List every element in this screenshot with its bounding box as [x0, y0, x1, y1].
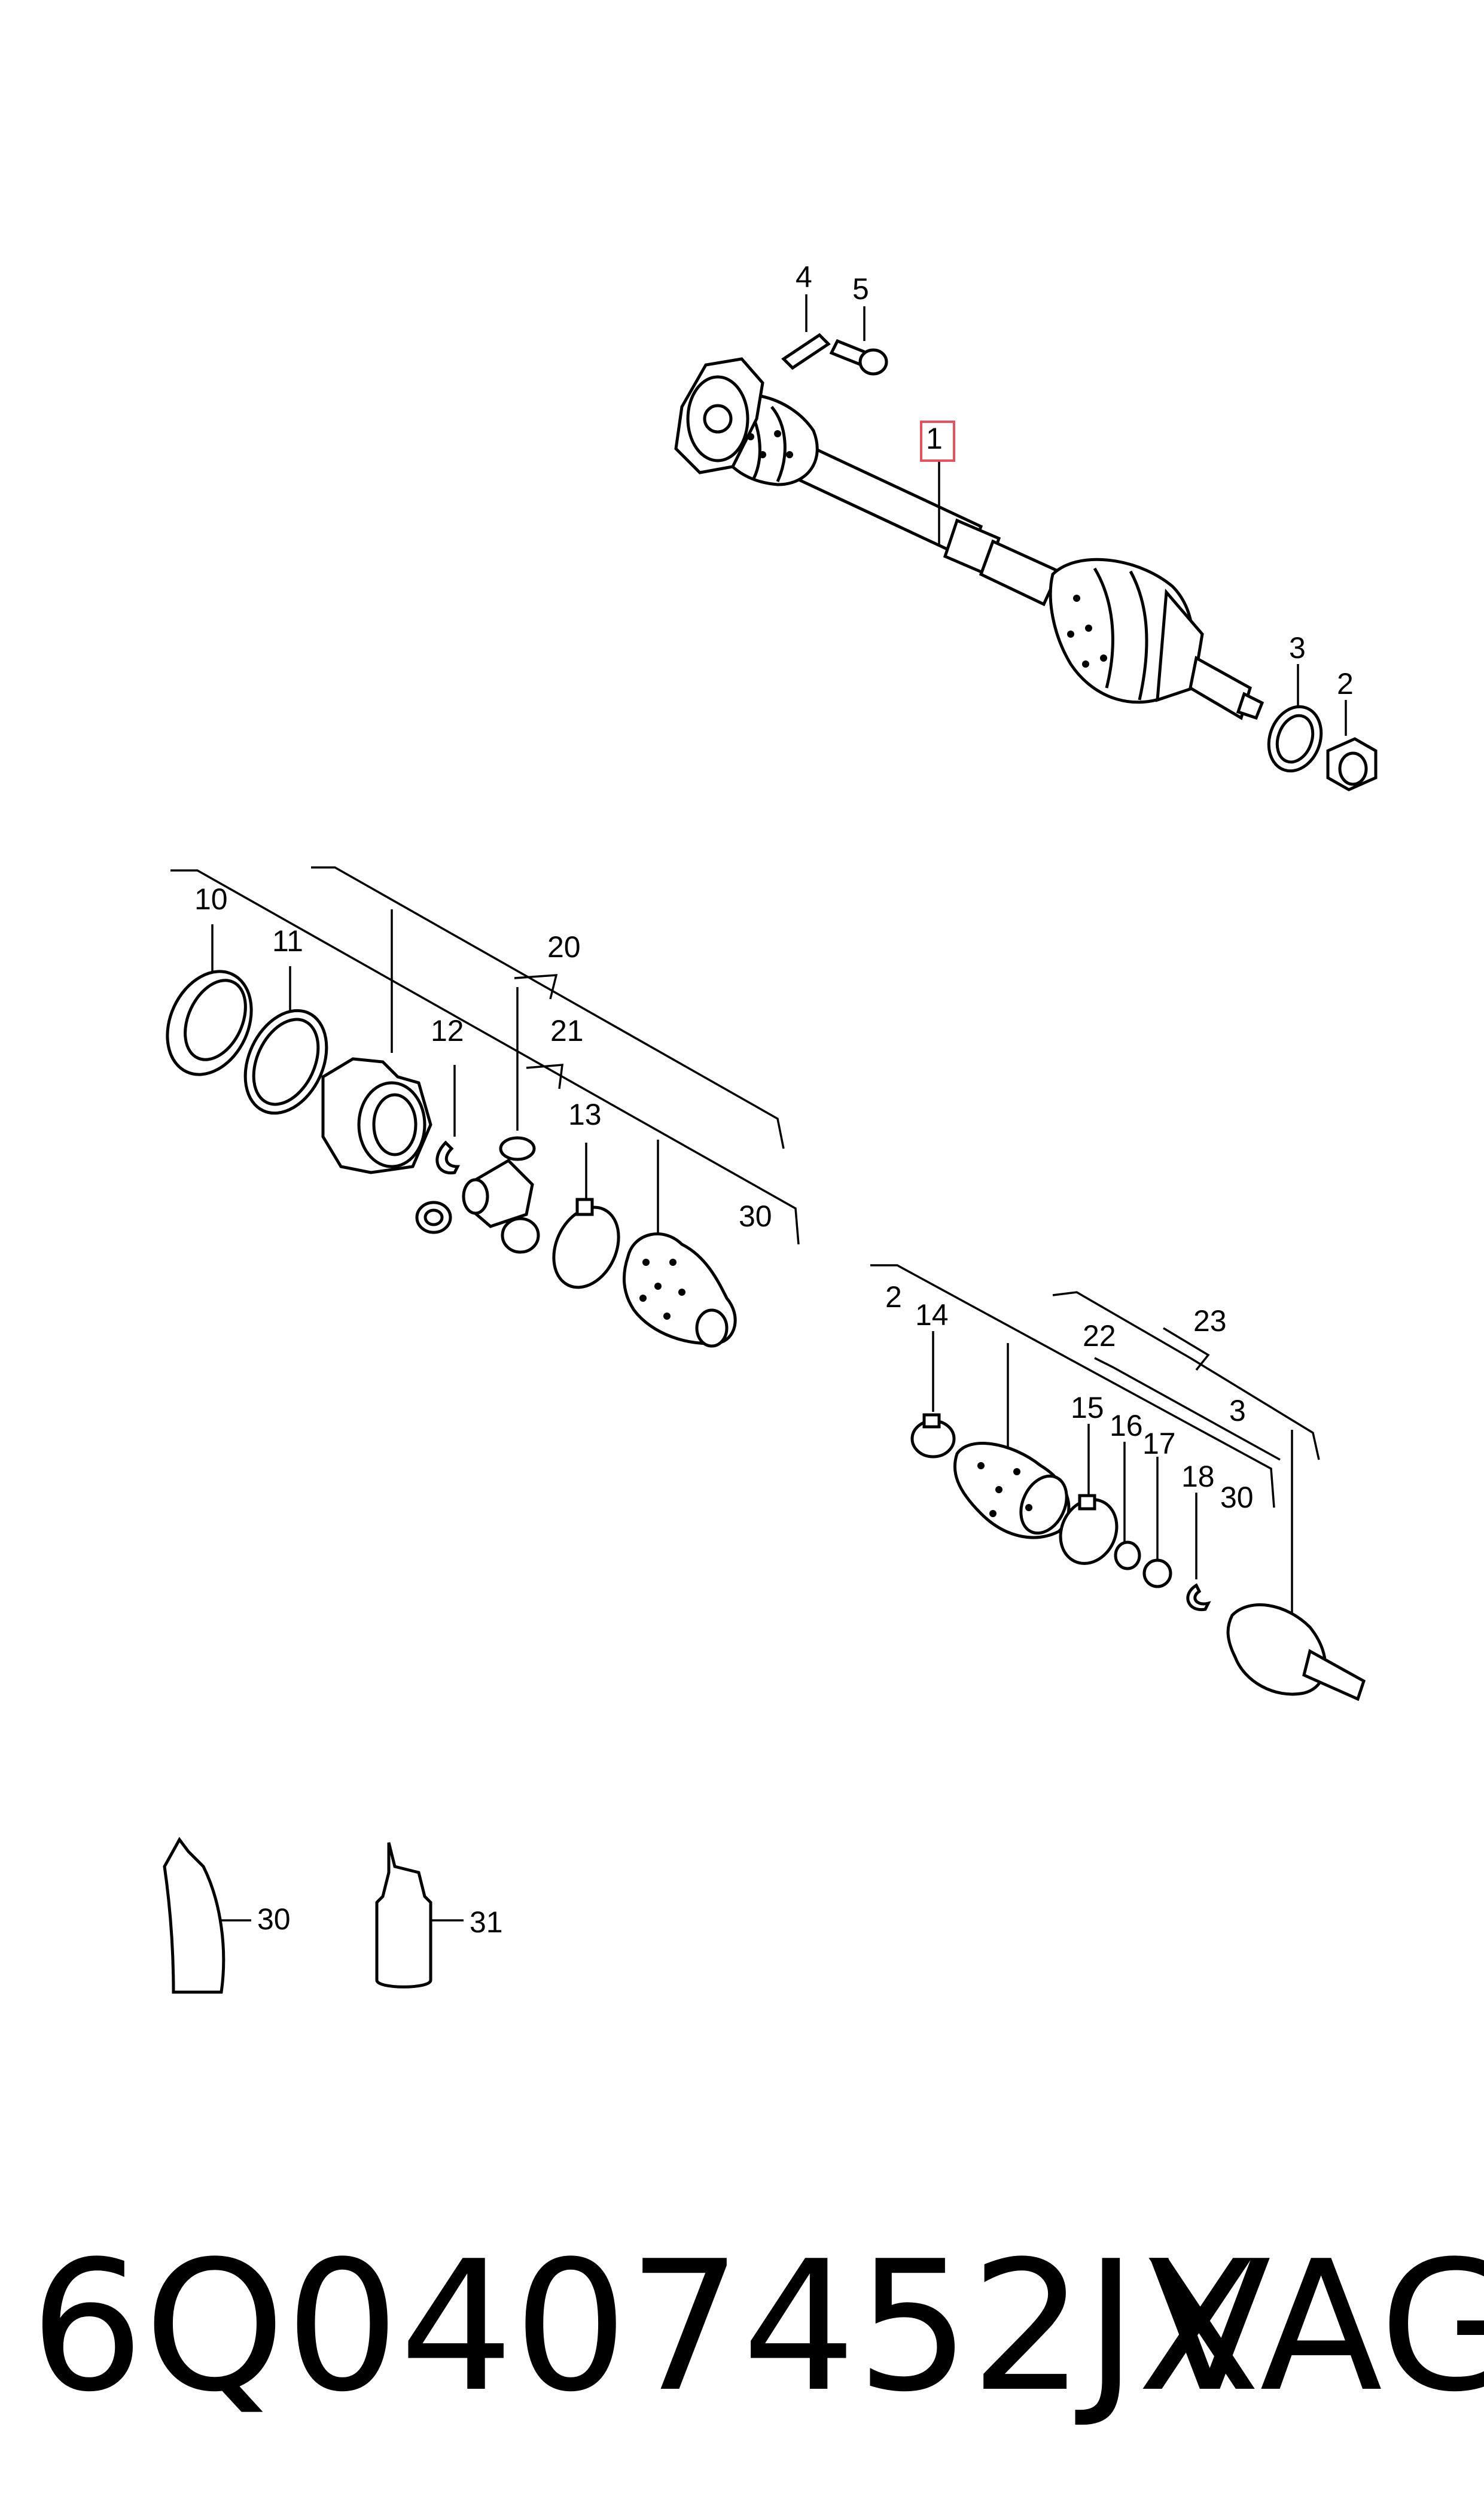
part-4-circlip — [781, 333, 831, 370]
part-14-clamp — [910, 1413, 956, 1459]
callout-3: 3 — [1289, 631, 1306, 665]
inner-joint-housing — [321, 1057, 432, 1174]
callout-30: 30 — [257, 1902, 291, 1936]
callout-23: 23 — [1193, 1304, 1227, 1338]
callout-2: 2 — [1337, 667, 1354, 701]
callout-13: 13 — [568, 1098, 602, 1131]
part-13-clamp — [552, 1198, 620, 1289]
grease-tube-30 — [163, 1837, 251, 1994]
callout-2: 2 — [885, 1280, 902, 1314]
inner-joint-kit — [166, 866, 800, 1348]
outer-cv-joint — [1226, 1603, 1366, 1701]
callout-20: 20 — [547, 930, 581, 964]
callout-30: 30 — [739, 1199, 772, 1233]
outer-boot — [953, 1442, 1071, 1539]
callout-12: 12 — [431, 1014, 464, 1048]
part-number: 6Q0407452JX — [30, 2222, 1261, 2431]
sealant-bottle-31 — [375, 1842, 464, 1989]
part-16-ring — [1114, 1540, 1141, 1570]
part-2-nut — [1326, 737, 1378, 791]
brand-name: VAG — [1148, 2222, 1484, 2431]
callout-30: 30 — [1220, 1481, 1254, 1514]
outer-joint-kit — [870, 1264, 1366, 1701]
callout-16: 16 — [1110, 1409, 1143, 1442]
part-17-cup — [1142, 1558, 1172, 1588]
part-11-gasket — [243, 1009, 328, 1115]
part-10-cover — [166, 970, 253, 1076]
part-15-clamp — [1059, 1494, 1119, 1565]
top-leader-lines — [805, 294, 1347, 736]
callout-labels: 1 2 3 4 5 10 11 12 13 20 21 30 2 14 22 2… — [194, 260, 1354, 1939]
callout-10: 10 — [194, 882, 228, 916]
callout-31: 31 — [470, 1905, 503, 1939]
footer: 6Q0407452JX VAG — [0, 2213, 1484, 2465]
callout-1: 1 — [926, 422, 943, 455]
drive-shaft-assembly — [674, 357, 1264, 720]
part-12-circlip — [435, 1140, 461, 1174]
callout-14: 14 — [915, 1298, 949, 1332]
callout-3: 3 — [1229, 1394, 1246, 1427]
inner-joint-flange — [674, 357, 764, 474]
callout-11: 11 — [272, 924, 303, 958]
bearing-cage — [462, 1136, 536, 1228]
part-3-ring — [1267, 705, 1323, 773]
callout-15: 15 — [1071, 1391, 1104, 1424]
part-18-circlip — [1186, 1583, 1211, 1611]
callout-21: 21 — [550, 1014, 584, 1048]
callout-5: 5 — [852, 272, 869, 306]
callout-4: 4 — [796, 260, 812, 294]
callout-17: 17 — [1142, 1427, 1176, 1460]
part-5-bolt — [829, 339, 888, 376]
boot-kit — [622, 1232, 737, 1348]
callout-1-highlight — [920, 421, 955, 462]
callout-18: 18 — [1181, 1460, 1215, 1493]
callout-22: 22 — [1083, 1319, 1116, 1353]
ball-hub — [501, 1217, 540, 1254]
small-spacer — [415, 1201, 452, 1234]
